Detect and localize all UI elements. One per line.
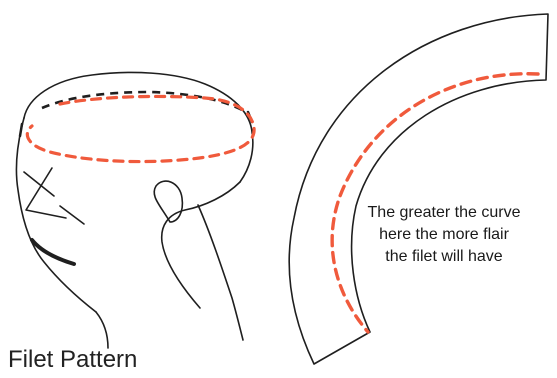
- head-sketch: [16, 72, 252, 348]
- annotation-line-2: here the more flair: [344, 224, 544, 246]
- head-top-outline: [24, 72, 253, 182]
- annotation-line-3: the filet will have: [344, 246, 544, 268]
- hat-band-tick-left: [20, 124, 22, 136]
- brow-line: [24, 172, 54, 196]
- hat-band-red-dashes: [27, 96, 254, 161]
- annotation-line-1: The greater the curve: [344, 202, 544, 224]
- neck-front-line: [96, 312, 108, 348]
- face-outline: [16, 118, 96, 312]
- figure-caption: Filet Pattern: [8, 346, 137, 374]
- curve-annotation: The greater the curve here the more flai…: [344, 202, 544, 268]
- ear-outline: [154, 181, 182, 222]
- cheek-line: [60, 206, 84, 224]
- neck-back-line: [198, 205, 243, 340]
- nose-line: [26, 168, 66, 218]
- filet-pattern-shape: [289, 14, 548, 364]
- mouth-line: [32, 240, 74, 264]
